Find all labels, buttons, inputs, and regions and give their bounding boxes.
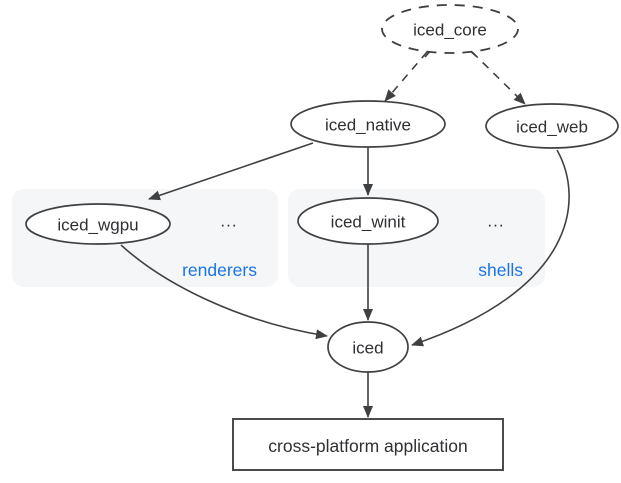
renderers-ellipsis: ... — [220, 212, 237, 231]
edge-wgpu-to-iced — [120, 244, 328, 340]
node-iced — [327, 321, 409, 373]
node-iced-winit-label: iced_winit — [331, 213, 406, 232]
edge-core-to-web — [471, 51, 526, 105]
node-iced-winit — [297, 197, 439, 245]
node-iced-native-label: iced_native — [325, 116, 411, 135]
node-iced-core — [381, 4, 519, 54]
edge-core-to-native — [384, 51, 428, 102]
node-application-rect — [232, 418, 504, 471]
node-iced-core-label: iced_core — [413, 21, 487, 40]
edge-native-to-wgpu — [148, 142, 314, 201]
node-iced-label: iced — [352, 339, 383, 358]
node-iced-web-label: iced_web — [516, 118, 588, 137]
edge-web-to-iced — [411, 149, 570, 347]
node-iced-native — [290, 100, 446, 148]
node-iced-web — [485, 103, 619, 149]
node-iced-wgpu — [25, 203, 171, 245]
shells-ellipsis: ... — [487, 212, 504, 231]
shells-group-label: shells — [478, 260, 523, 280]
renderers-group-label: renderers — [182, 260, 257, 280]
node-iced-wgpu-label: iced_wgpu — [57, 216, 138, 235]
node-application-label: cross-platform application — [268, 436, 467, 456]
